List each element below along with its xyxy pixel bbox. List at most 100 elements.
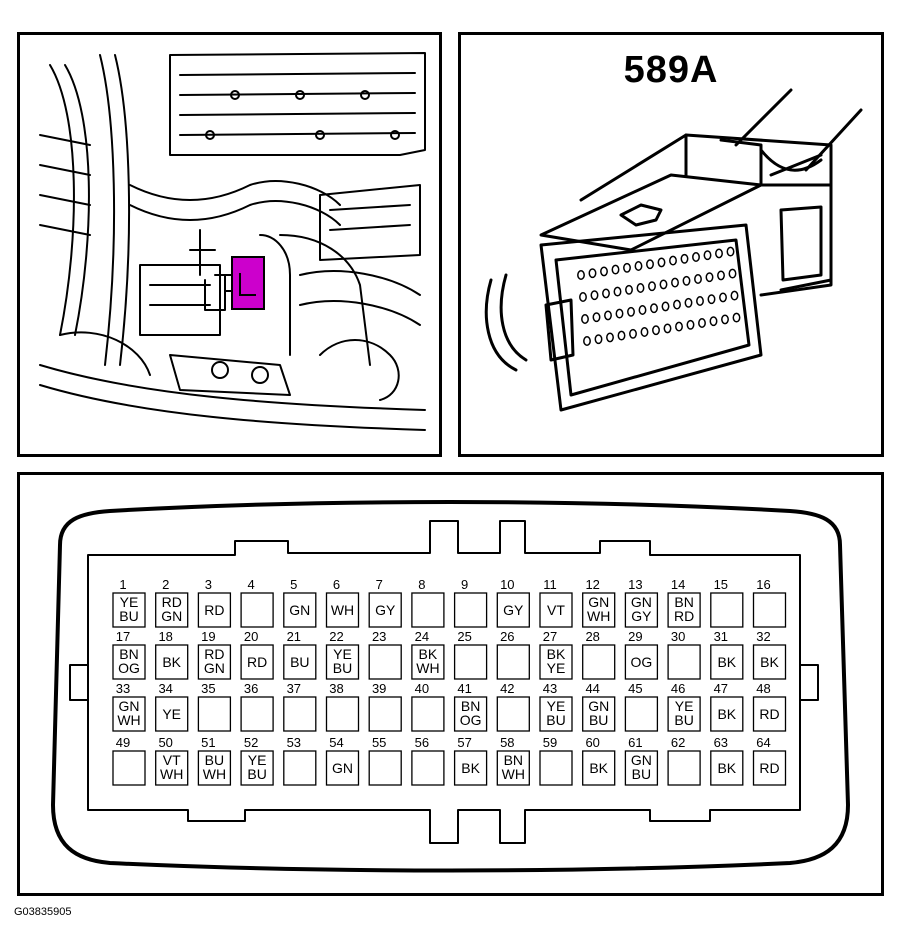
iso-pin-hole: [669, 255, 677, 266]
pin-number: 25: [457, 629, 471, 644]
pin-wire-color-stripe: RD: [674, 608, 694, 624]
pin-number: 50: [158, 735, 172, 750]
pin-wire-color: GN: [289, 602, 310, 618]
pin-number: 46: [671, 681, 685, 696]
pin-cavity: [240, 696, 274, 732]
pin-number: 7: [376, 577, 383, 592]
pin-wire-color-primary: BN: [119, 646, 138, 662]
iso-pin-hole: [730, 290, 739, 301]
iso-pin-hole: [657, 257, 666, 268]
iso-pin-hole: [613, 286, 622, 297]
iso-pin-hole: [648, 281, 656, 292]
iso-pin-hole: [583, 336, 591, 346]
pin-cavity: [453, 592, 488, 628]
iso-pin-hole: [623, 262, 631, 273]
iso-pin-hole: [692, 252, 700, 262]
pin-cavity: [710, 592, 744, 628]
iso-pin-hole: [590, 290, 599, 301]
pin-cavity: [325, 592, 360, 628]
pin-wire-color-stripe: BU: [333, 660, 352, 676]
pin-cavity: [283, 750, 317, 786]
pin-cavity: [496, 644, 530, 680]
pin-wire-color: BK: [760, 654, 779, 670]
pin-number: 18: [158, 629, 172, 644]
iso-pin-hole: [732, 312, 741, 323]
pin-wire-color-stripe: WH: [502, 766, 525, 782]
pin-wire-color: OG: [631, 654, 653, 670]
iso-pin-hole: [652, 325, 660, 336]
iso-pin-hole: [579, 292, 587, 302]
pin-number: 35: [201, 681, 215, 696]
pin-wire-color-stripe: BU: [589, 712, 608, 728]
pin-number: 2: [162, 577, 169, 592]
pin-cavity: [496, 750, 530, 786]
pin-number: 47: [714, 681, 728, 696]
pin-cavity: [325, 644, 360, 680]
pin-wire-color-stripe: WH: [117, 712, 140, 728]
pin-wire-color: GN: [332, 760, 353, 776]
pin-cavity: [368, 592, 402, 628]
pin-wire-color-primary: GN: [588, 698, 609, 714]
pin-wire-color-primary: BK: [547, 646, 566, 662]
pin-number: 63: [714, 735, 728, 750]
pin-cavity: [112, 696, 146, 732]
pin-number: 43: [543, 681, 557, 696]
iso-pin-hole: [581, 314, 589, 324]
iso-pin-hole: [606, 332, 614, 343]
pin-number: 32: [756, 629, 770, 644]
iso-pin-hole: [634, 261, 643, 271]
iso-pin-hole: [684, 297, 693, 308]
pin-wire-color-stripe: WH: [160, 766, 183, 782]
pin-wire-color-primary: YE: [248, 752, 267, 768]
pin-cavity: [453, 750, 488, 786]
iso-pin-hole: [617, 330, 626, 341]
iso-pin-hole: [680, 253, 689, 264]
pin-cavity: [624, 592, 659, 628]
pin-wire-color: BU: [290, 654, 309, 670]
iso-pin-hole: [709, 316, 718, 327]
pin-cavity: [667, 644, 701, 680]
pin-wire-color-stripe: BU: [632, 766, 651, 782]
pin-wire-color-primary: BN: [461, 698, 480, 714]
iso-pin-hole: [659, 279, 668, 290]
pin-cavity: [240, 644, 274, 680]
pin-cavity: [112, 644, 146, 680]
pin-wire-color-stripe: WH: [416, 660, 439, 676]
pin-cavity: [112, 592, 146, 628]
pin-cavity: [411, 592, 445, 628]
pin-cavity: [539, 644, 573, 680]
pin-cavity: [624, 644, 659, 680]
pin-wire-color: GY: [503, 602, 524, 618]
pin-number: 55: [372, 735, 386, 750]
pin-wire-color-primary: YE: [120, 594, 139, 610]
pin-cavity: [411, 750, 445, 786]
pin-wire-color: RD: [247, 654, 267, 670]
pin-cavity: [368, 696, 402, 732]
pin-number: 29: [628, 629, 642, 644]
connector-location-highlight: [224, 256, 265, 310]
pin-number: 62: [671, 735, 685, 750]
pin-number: 12: [585, 577, 599, 592]
pin-wire-color: BK: [717, 760, 736, 776]
pin-number: 36: [244, 681, 258, 696]
iso-pin-hole: [717, 270, 725, 281]
iso-pin-hole: [705, 272, 714, 283]
iso-pin-hole: [675, 321, 683, 332]
iso-pin-hole: [646, 259, 654, 270]
pin-cavity: [368, 644, 402, 680]
iso-pin-hole: [682, 275, 691, 286]
connector-isometric-view: 589A: [458, 32, 884, 457]
pin-wire-color-stripe: OG: [118, 660, 140, 676]
pin-cavity: [283, 644, 317, 680]
pin-number: 49: [116, 735, 130, 750]
iso-pin-hole: [715, 248, 723, 259]
pin-cavity: [411, 696, 445, 732]
pin-wire-color: BK: [461, 760, 480, 776]
iso-pin-hole: [663, 323, 672, 334]
iso-pin-hole: [611, 264, 620, 275]
iso-pin-hole: [615, 308, 624, 319]
iso-pin-hole: [625, 284, 633, 295]
iso-pin-hole: [640, 327, 649, 337]
iso-pin-hole: [592, 312, 601, 323]
